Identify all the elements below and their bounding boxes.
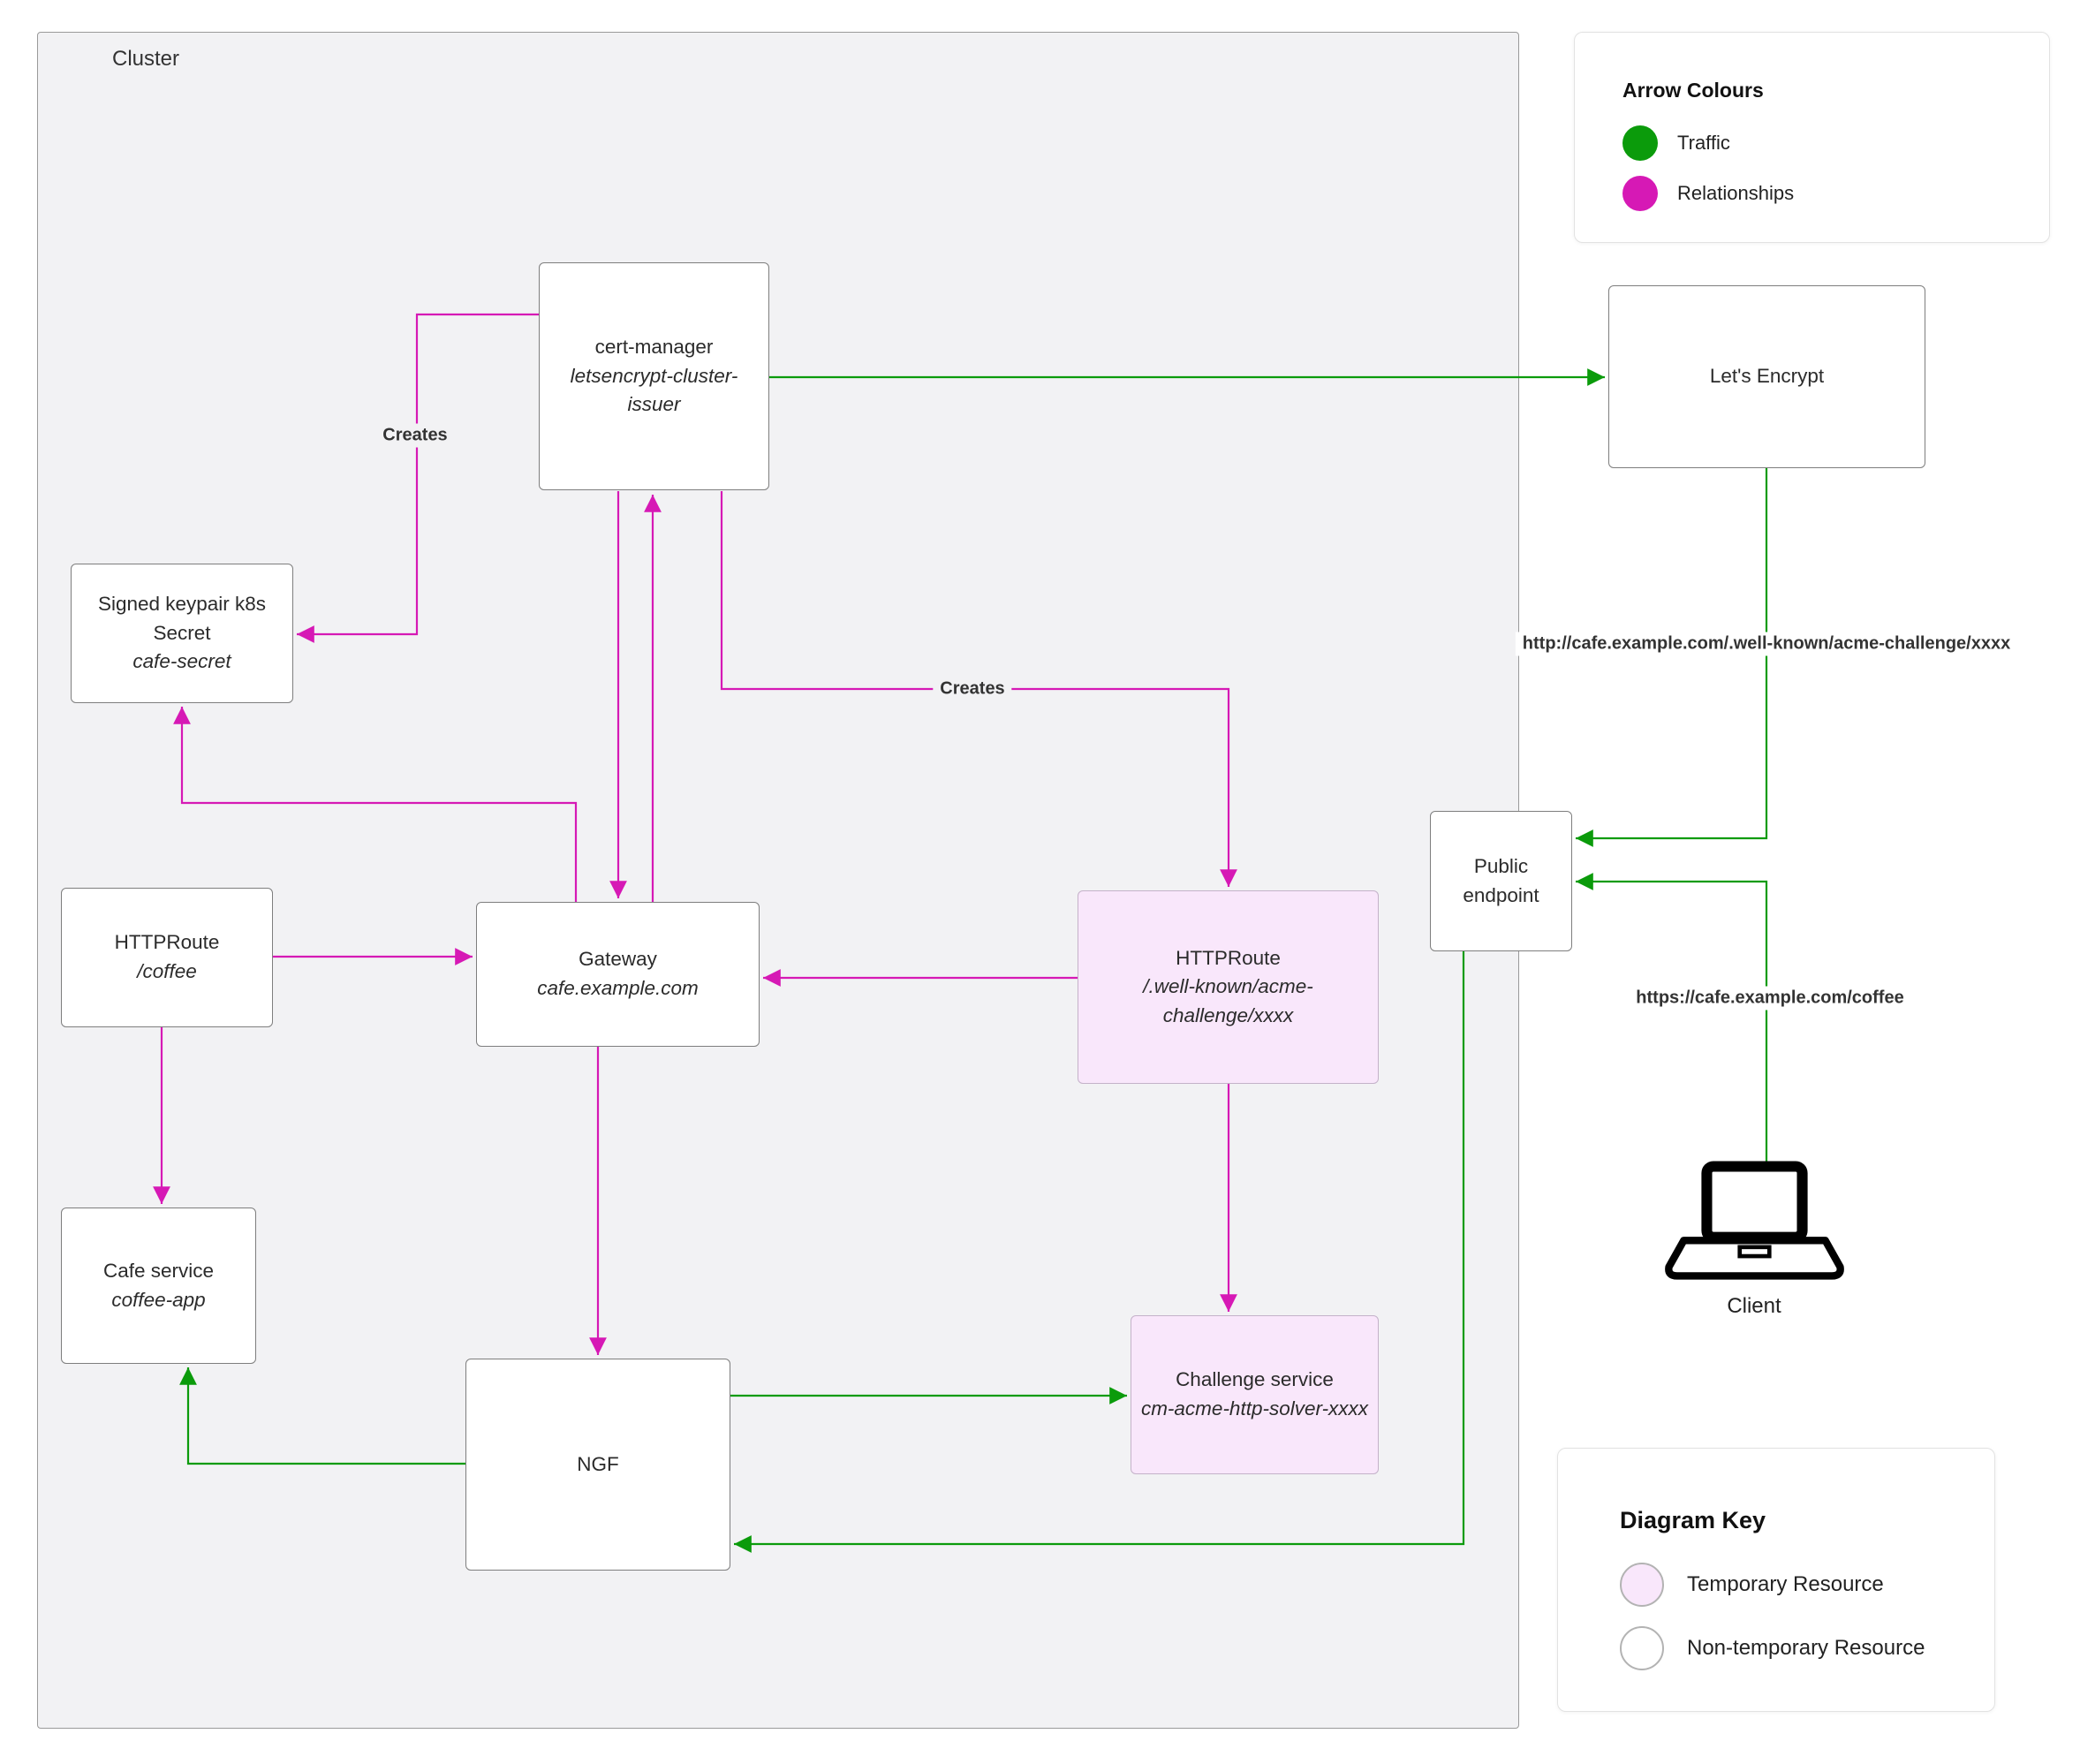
node-public-endpoint: Public endpoint	[1430, 811, 1572, 951]
node-httproute-coffee-subtitle: /coffee	[137, 960, 197, 982]
edge-client-to-publicendpoint	[1576, 873, 1768, 1164]
node-gateway: Gateway cafe.example.com	[476, 902, 760, 1047]
diagram-key: Diagram Key Temporary Resource Non-tempo…	[1557, 1448, 1995, 1712]
edge-publicendpoint-to-ngf	[734, 951, 1465, 1553]
node-cert-manager-title: cert-manager	[594, 336, 714, 359]
node-signed-keypair-secret-subtitle: cafe-secret	[132, 650, 231, 673]
node-httproute-acme-challenge-title: HTTPRoute	[1176, 946, 1281, 969]
node-lets-encrypt-title: Let's Encrypt	[1709, 365, 1825, 388]
key-row-temporary-label: Temporary Resource	[1687, 1572, 1884, 1596]
node-cafe-service-subtitle: coffee-app	[111, 1288, 206, 1311]
diagram-key-title: Diagram Key	[1620, 1507, 1766, 1533]
edge-label-creates-httproute: Creates	[933, 677, 1012, 701]
node-challenge-service-title: Challenge service	[1176, 1368, 1334, 1391]
key-row-non-temporary: Non-temporary Resource	[1620, 1626, 1933, 1670]
node-ngf: NGF	[465, 1359, 730, 1571]
key-row-temporary: Temporary Resource	[1620, 1563, 1933, 1607]
client-figure: Client	[1660, 1159, 1848, 1319]
node-challenge-service: Challenge service cm-acme-http-solver-xx…	[1131, 1315, 1379, 1474]
node-gateway-title: Gateway	[579, 948, 657, 971]
node-cert-manager: cert-manager letsencrypt-cluster-issuer	[539, 262, 769, 490]
legend-row-relationships: Relationships	[1622, 176, 2001, 211]
node-signed-keypair-secret: Signed keypair k8s Secret cafe-secret	[71, 564, 293, 703]
edge-gateway-to-secret	[173, 707, 578, 902]
edge-label-creates-secret: Creates	[375, 423, 455, 448]
node-challenge-service-subtitle: cm-acme-http-solver-xxxx	[1140, 1397, 1369, 1420]
node-ngf-title: NGF	[577, 1452, 619, 1475]
node-gateway-subtitle: cafe.example.com	[537, 977, 699, 999]
node-public-endpoint-title: Public endpoint	[1463, 854, 1539, 906]
node-signed-keypair-secret-title: Signed keypair k8s Secret	[97, 593, 267, 644]
node-httproute-acme-challenge: HTTPRoute /.well-known/acme-challenge/xx…	[1078, 890, 1379, 1084]
node-cafe-service: Cafe service coffee-app	[61, 1208, 256, 1364]
node-httproute-acme-challenge-subtitle: /.well-known/acme-challenge/xxxx	[1143, 975, 1313, 1026]
node-httproute-coffee-title: HTTPRoute	[114, 931, 220, 954]
non-temporary-resource-dot	[1620, 1626, 1664, 1670]
legend-row-relationships-label: Relationships	[1677, 182, 1795, 204]
node-lets-encrypt: Let's Encrypt	[1608, 285, 1925, 468]
legend-row-traffic-label: Traffic	[1677, 132, 1730, 154]
laptop-icon	[1664, 1161, 1844, 1280]
arrow-colours-legend-title: Arrow Colours	[1622, 79, 1764, 102]
edge-certmanager-creates-secret	[297, 313, 539, 643]
edge-label-coffee-url: https://cafe.example.com/coffee	[1629, 986, 1911, 1011]
edge-label-acme-challenge-url: http://cafe.example.com/.well-known/acme…	[1515, 632, 2018, 656]
cluster-label: Cluster	[112, 47, 180, 71]
temporary-resource-dot	[1620, 1563, 1664, 1607]
legend-row-traffic: Traffic	[1622, 125, 2001, 161]
edge-ngf-to-cafe	[179, 1367, 465, 1465]
traffic-color-dot	[1622, 125, 1658, 161]
relationships-color-dot	[1622, 176, 1658, 211]
arrow-colours-legend: Arrow Colours Traffic Relationships	[1574, 32, 2050, 243]
node-cert-manager-subtitle: letsencrypt-cluster-issuer	[570, 364, 738, 416]
node-cafe-service-title: Cafe service	[102, 1259, 215, 1282]
client-label: Client	[1727, 1294, 1781, 1318]
edge-letsencrypt-to-publicendpoint	[1576, 468, 1768, 847]
node-httproute-coffee: HTTPRoute /coffee	[61, 888, 273, 1027]
key-row-non-temporary-label: Non-temporary Resource	[1687, 1636, 1925, 1660]
